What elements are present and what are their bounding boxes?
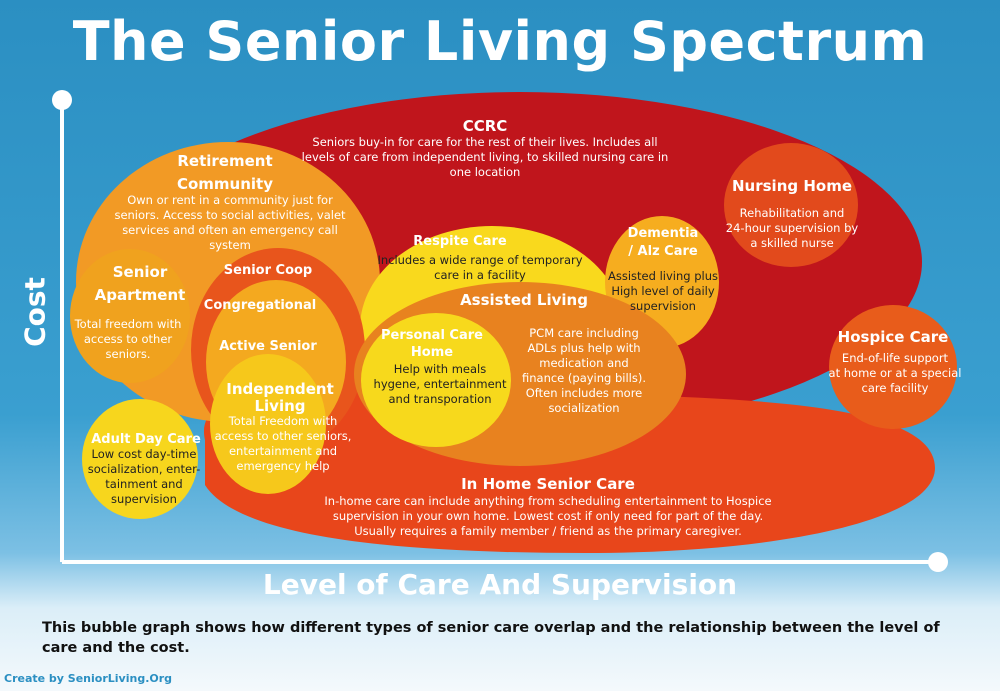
nursing-desc-2: 24-hour supervision by — [726, 221, 859, 235]
adult-day-desc-2: socialization, enter- — [88, 462, 201, 476]
retirement-desc-3: services and often an emergency call — [122, 223, 338, 237]
retirement-desc-2: seniors. Access to social activities, va… — [114, 208, 346, 222]
page-title: The Senior Living Spectrum — [72, 10, 928, 73]
y-axis-label: Cost — [19, 277, 52, 347]
hospice-desc-3: care facility — [862, 381, 929, 395]
personal-care-home-bubble — [361, 313, 511, 447]
hospice-desc-1: End-of-life support — [842, 351, 949, 365]
assisted-desc-3: medication and — [539, 356, 628, 370]
personal-title-1: Personal Care — [381, 328, 483, 343]
personal-title-2: Home — [411, 345, 453, 360]
independent-title-2: Living — [254, 397, 305, 415]
dementia-title-2: / Alz Care — [628, 244, 698, 259]
ccrc-desc-3: one location — [450, 165, 521, 179]
congregational-title: Congregational — [204, 298, 316, 313]
independent-title-1: Independent — [226, 380, 334, 398]
hospice-care-bubble — [829, 305, 957, 429]
independent-desc-4: emergency help — [236, 459, 329, 473]
assisted-desc-4: finance (paying bills). — [522, 371, 646, 385]
independent-desc-2: access to other seniors, — [215, 429, 352, 443]
assisted-desc-2: ADLs plus help with — [527, 341, 640, 355]
ccrc-desc-1: Seniors buy-in for care for the rest of … — [312, 135, 657, 149]
adult-day-desc-3: tainment and — [105, 477, 182, 491]
ccrc-desc-2: levels of care from independent living, … — [302, 150, 669, 164]
in-home-title: In Home Senior Care — [461, 475, 635, 493]
dementia-desc-1: Assisted living plus — [608, 269, 718, 283]
senior-apartment-bubble — [70, 249, 190, 383]
y-axis-endpoint — [52, 90, 72, 110]
adult-day-care-bubble — [82, 399, 198, 519]
dementia-title-1: Dementia — [628, 226, 699, 241]
senior-coop-title: Senior Coop — [224, 263, 312, 278]
apartment-title-2: Apartment — [95, 286, 186, 304]
x-axis-endpoint — [928, 552, 948, 572]
assisted-desc-5: Often includes more — [526, 386, 643, 400]
assisted-title: Assisted Living — [460, 291, 588, 309]
credit-link[interactable]: Create by SeniorLiving.Org — [4, 672, 173, 685]
in-home-desc-2: supervision in your own home. Lowest cos… — [333, 509, 763, 523]
hospice-desc-2: at home or at a special — [829, 366, 962, 380]
independent-living-bubble — [210, 354, 326, 494]
retirement-title-1: Retirement — [177, 152, 272, 170]
retirement-desc-1: Own or rent in a community just for — [127, 193, 333, 207]
personal-desc-3: and transporation — [389, 392, 492, 406]
assisted-desc-6: socialization — [548, 401, 619, 415]
retirement-title-2: Community — [177, 175, 273, 193]
nursing-title: Nursing Home — [732, 177, 852, 195]
nursing-desc-1: Rehabilitation and — [740, 206, 845, 220]
hospice-title: Hospice Care — [838, 328, 949, 346]
retirement-desc-4: system — [209, 238, 251, 252]
respite-title: Respite Care — [413, 234, 507, 249]
assisted-desc-1: PCM care including — [529, 326, 639, 340]
nursing-desc-3: a skilled nurse — [750, 236, 833, 250]
adult-day-desc-1: Low cost day-time — [92, 447, 197, 461]
apartment-desc-3: seniors. — [106, 347, 151, 361]
independent-desc-3: entertainment and — [229, 444, 337, 458]
adult-day-title: Adult Day Care — [91, 432, 201, 447]
personal-desc-2: hygene, entertainment — [374, 377, 507, 391]
ccrc-title: CCRC — [463, 117, 508, 135]
in-home-desc-1: In-home care can include anything from s… — [324, 494, 771, 508]
in-home-desc-3: Usually requires a family member / frien… — [354, 524, 742, 538]
x-axis-label: Level of Care And Supervision — [262, 568, 738, 601]
dementia-desc-3: supervision — [630, 299, 696, 313]
apartment-desc-2: access to other — [84, 332, 173, 346]
active-senior-title: Active Senior — [219, 339, 317, 354]
nursing-home-bubble — [724, 143, 858, 267]
dementia-desc-2: High level of daily — [611, 284, 715, 298]
independent-desc-1: Total Freedom with — [228, 414, 338, 428]
y-axis-label-text: Cost — [18, 277, 52, 347]
adult-day-desc-4: supervision — [111, 492, 177, 506]
apartment-desc-1: Total freedom with — [74, 317, 182, 331]
personal-desc-1: Help with meals — [394, 362, 486, 376]
caption: This bubble graph shows how different ty… — [42, 620, 940, 656]
apartment-title-1: Senior — [113, 263, 168, 281]
respite-desc-2: care in a facility — [434, 268, 526, 282]
respite-desc-1: Includes a wide range of temporary — [377, 253, 582, 267]
